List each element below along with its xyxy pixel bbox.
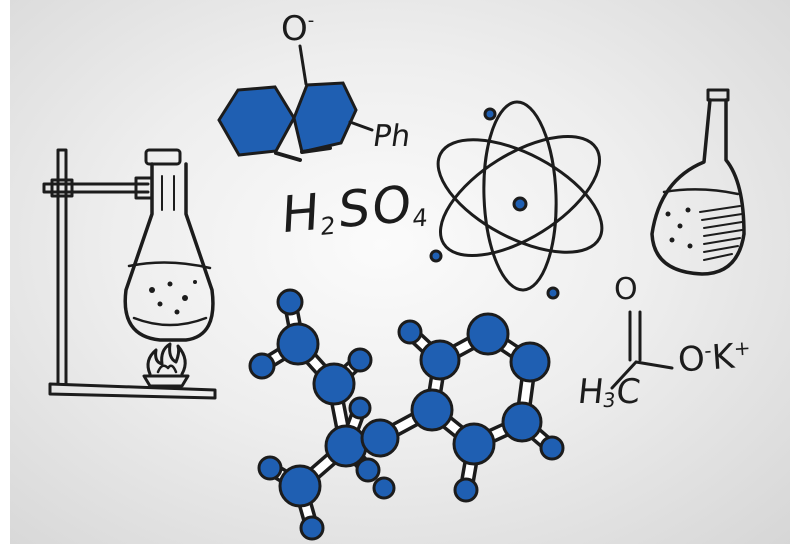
sulfuric-acid-formula: H2SO4 [280,174,431,245]
left-border [0,0,10,544]
bunsen-burner-flame-icon [142,342,190,388]
ring-stand-icon [42,148,217,400]
naphthol-molecule-icon [217,44,374,162]
ball-and-stick-molecule-icon [248,288,565,541]
molecule-atoms [248,288,565,541]
volumetric-flask-icon [650,88,746,276]
sulfur-oxygen-letters: SO [336,174,415,240]
oxygen-subscript: 4 [411,203,431,233]
phenoxide-oxygen-label: O- [281,9,315,49]
methyl-carbon: C [614,372,643,412]
carbonyl-oxygen-label: O [614,272,638,307]
phenyl-label: Ph [370,119,413,154]
oxygen-letter: O [281,9,308,49]
negative-charge: - [307,10,315,31]
hydrogen-letter: H [280,182,323,245]
erlenmeyer-flask-icon [123,148,215,342]
atom-icon [429,100,604,300]
hydrogen-subscript: 2 [319,211,339,242]
methyl-group-label: H3C [576,372,643,412]
potassium-salt-label: O-K+ [677,335,752,380]
acetate-bonds [610,310,674,390]
right-border [790,0,796,544]
salt-oxygen: O [676,338,707,381]
salt-positive-charge: + [732,335,752,361]
potassium-letter: K [710,336,736,379]
